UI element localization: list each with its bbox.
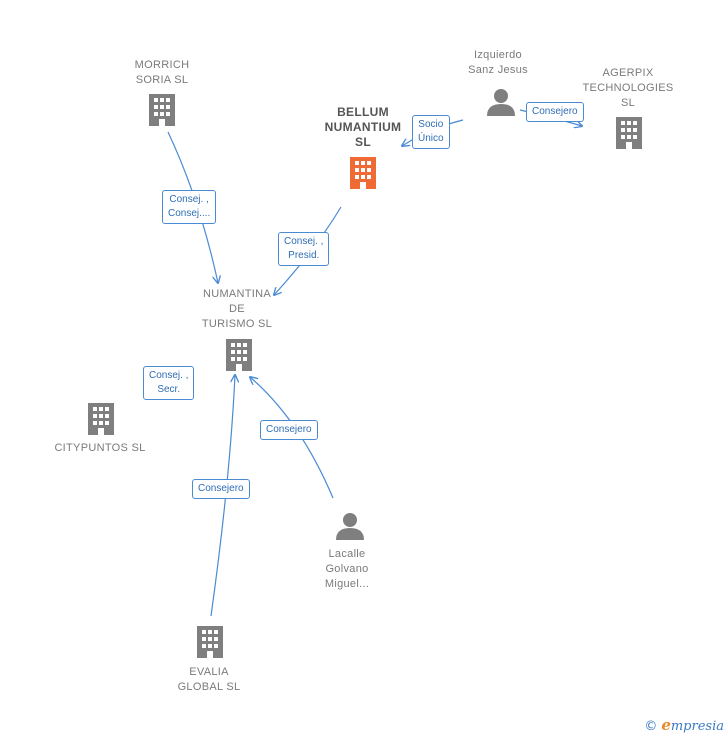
node-label-line: Izquierdo — [474, 49, 522, 61]
building-icon[interactable] — [149, 94, 175, 126]
edge-label-line: Consejero — [532, 106, 578, 117]
edge-label-line: Secr. — [157, 384, 181, 395]
node-label-morrich[interactable]: MORRICH SORIA SL — [122, 58, 202, 88]
empresia-watermark: ©empresia — [644, 716, 724, 734]
node-label-line: Miguel... — [324, 578, 370, 590]
node-label-citypuntos[interactable]: CITYPUNTOS SL — [44, 441, 156, 456]
edge-label-izquierdo-agerpix[interactable]: Consejero — [526, 102, 584, 122]
node-label-bellum[interactable]: BELLUM NUMANTIUM SL — [317, 105, 409, 150]
person-icon[interactable] — [487, 89, 515, 116]
brand-initial: e — [661, 716, 671, 734]
edge-label-line: Socio — [418, 119, 444, 130]
node-label-line: SORIA SL — [135, 74, 189, 86]
node-label-lacalle[interactable]: Lacalle Golvano Miguel... — [307, 547, 387, 592]
node-label-agerpix[interactable]: AGERPIX TECHNOLOGIES SL — [578, 66, 678, 111]
node-label-line: NUMANTIUM — [324, 120, 402, 134]
node-label-line: CITYPUNTOS SL — [54, 442, 146, 454]
edge-label-citypuntos-numantina[interactable]: Consej. , Secr. — [143, 366, 195, 400]
person-icon[interactable] — [336, 513, 364, 540]
node-label-line: TECHNOLOGIES — [582, 82, 674, 94]
edge-label-lacalle-numantina[interactable]: Consejero — [260, 420, 318, 440]
copyright-icon: © — [644, 719, 658, 734]
edge-label-line: Único — [418, 133, 444, 144]
edge-label-line: Consejero — [198, 483, 244, 494]
building-icon[interactable] — [88, 403, 114, 435]
node-label-line: GLOBAL SL — [177, 681, 241, 693]
node-label-line: SL — [355, 135, 371, 149]
node-label-line: Golvano — [325, 563, 369, 575]
node-label-line: NUMANTINA — [202, 288, 272, 300]
edge-label-bellum-numantina[interactable]: Consej. , Presid. — [278, 232, 330, 266]
building-icon[interactable] — [197, 626, 223, 658]
edge-label-line: Consej. , — [284, 236, 324, 247]
edge-label-izquierdo-bellum[interactable]: Socio Único — [412, 115, 450, 149]
node-label-line: EVALIA — [189, 666, 229, 678]
node-label-line: Lacalle — [328, 548, 366, 560]
building-icon[interactable] — [616, 117, 642, 149]
building-icon-highlighted[interactable] — [350, 157, 376, 189]
edge-label-line: Consej. , — [149, 370, 189, 381]
node-label-line: BELLUM — [337, 105, 389, 119]
edge-label-line: Consej.... — [168, 208, 211, 219]
edge-label-evalia-numantina[interactable]: Consejero — [192, 479, 250, 499]
node-label-line: MORRICH — [134, 59, 190, 71]
node-label-izquierdo[interactable]: Izquierdo Sanz Jesus — [458, 48, 538, 78]
edge-label-line: Consejero — [266, 424, 312, 435]
node-label-line: Sanz Jesus — [468, 64, 528, 76]
node-label-line: SL — [620, 97, 636, 109]
brand-name: mpresia — [670, 719, 724, 734]
node-label-line: TURISMO SL — [201, 318, 273, 330]
edge-label-line: Consej. , — [169, 194, 209, 205]
node-label-line: AGERPIX — [602, 67, 654, 79]
building-icon[interactable] — [226, 339, 252, 371]
edge-label-morrich-numantina[interactable]: Consej. , Consej.... — [162, 190, 217, 224]
node-label-evalia[interactable]: EVALIA GLOBAL SL — [169, 665, 249, 695]
node-label-line: DE — [229, 303, 245, 315]
node-label-numantina[interactable]: NUMANTINA DE TURISMO SL — [192, 287, 282, 332]
edge-label-line: Presid. — [288, 250, 320, 261]
